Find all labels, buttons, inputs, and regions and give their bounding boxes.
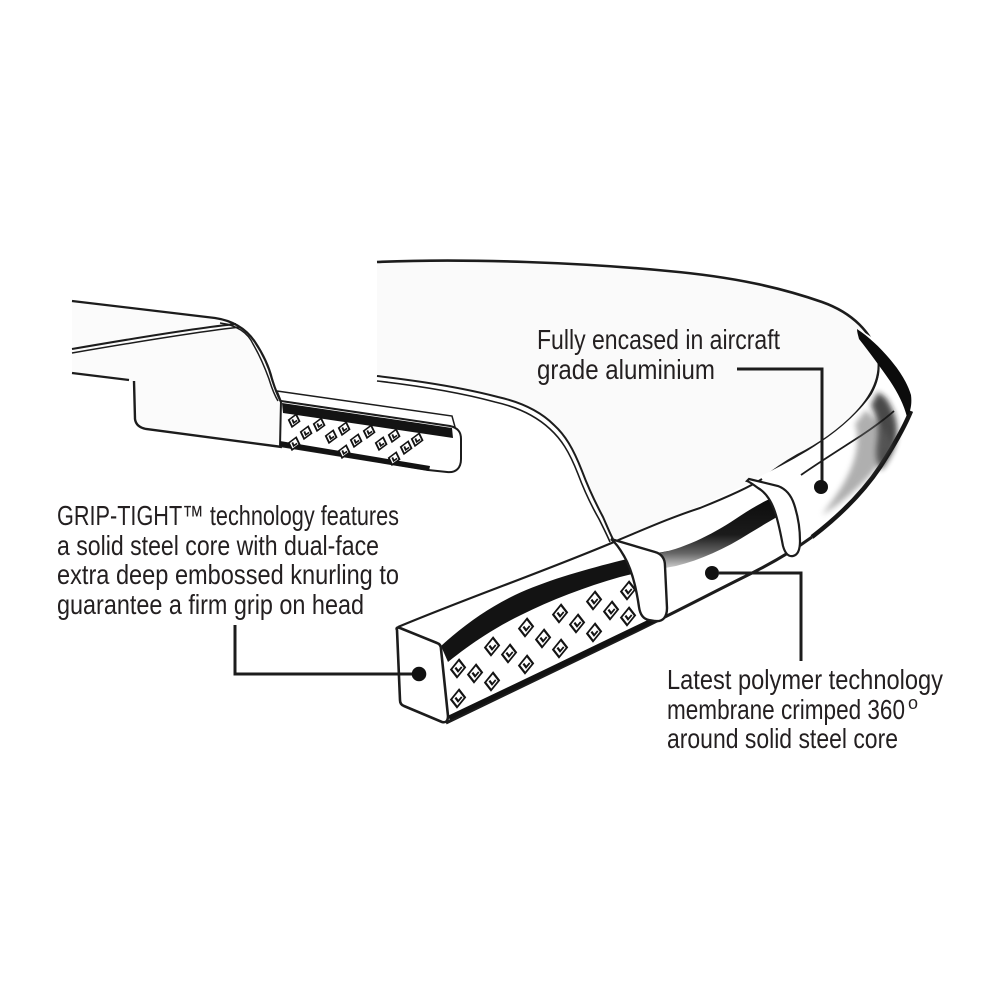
svg-text:GRIP-TIGHT™ technology feature: GRIP-TIGHT™ technology features — [57, 500, 399, 531]
svg-text:around solid steel core: around solid steel core — [667, 723, 898, 754]
svg-text:membrane crimped 360: membrane crimped 360 — [667, 694, 905, 725]
svg-text:extra deep embossed knurling t: extra deep embossed knurling to — [57, 559, 399, 590]
svg-text:grade aluminium: grade aluminium — [537, 354, 715, 385]
svg-text:o: o — [908, 693, 918, 713]
svg-text:Fully encased in aircraft: Fully encased in aircraft — [537, 324, 780, 355]
svg-text:Latest polymer technology: Latest polymer technology — [667, 664, 943, 695]
svg-text:guarantee a firm grip on head: guarantee a firm grip on head — [57, 589, 364, 620]
svg-text:a solid steel core with dual-f: a solid steel core with dual-face — [57, 530, 379, 561]
